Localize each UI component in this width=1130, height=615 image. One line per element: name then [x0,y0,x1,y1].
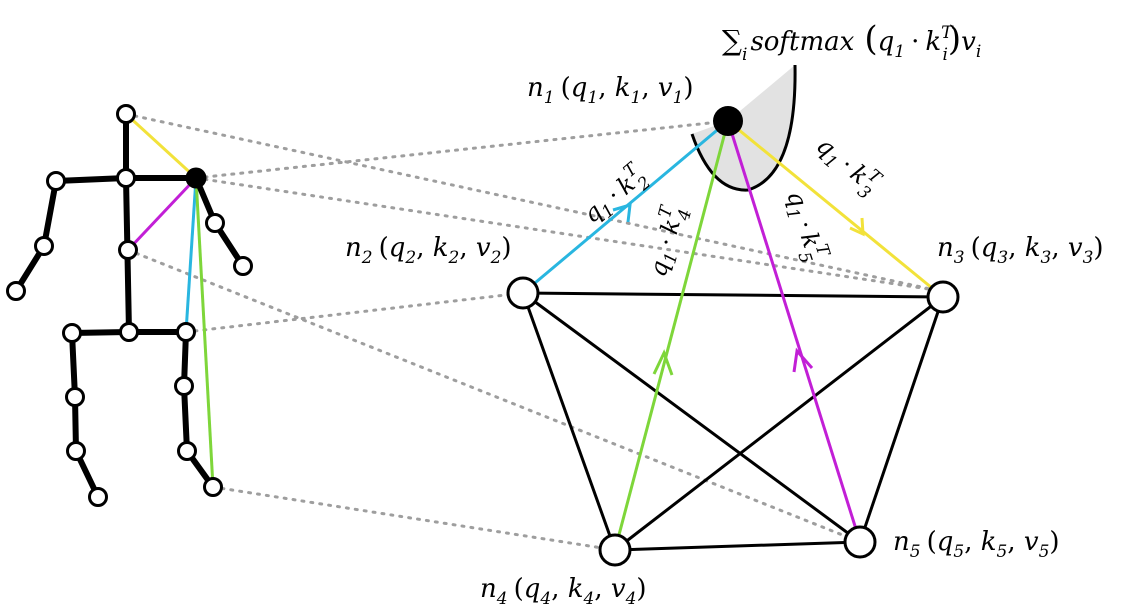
limb-purple [126,176,198,252]
attention-edges [522,119,944,551]
limb-yellow [124,112,198,180]
link-hip-n2 [184,291,525,334]
skeleton-colored-limbs [124,112,215,488]
joint-shoulder-left [46,171,66,191]
attention-edge-n3 [727,119,944,299]
graph-edges [521,291,945,552]
edge-n3-n4 [614,295,944,552]
node-n1-circle [713,106,743,136]
limb-blue [184,177,198,333]
node-n3-circle [926,280,960,314]
arrow-n4-icon [652,349,674,376]
joint-hip-right [176,322,196,342]
joint-neck [116,168,136,188]
edge-n2-n3 [522,291,944,299]
edge-label-n2: q1·kT2 [575,158,655,234]
limb-green [194,177,215,488]
node-n4-circle [598,533,632,567]
node-n5-label: n5(q5, k5, v5) [893,527,1060,562]
joint-knee-left [65,387,85,407]
arrow-n3-icon [849,217,865,237]
joint-head [116,104,136,124]
skeleton-joints [6,104,253,507]
joint-ankle-right [177,441,197,461]
joint-knee-right [174,376,194,396]
node-n2-label: n2(q2, k2, v2) [345,233,512,268]
joint-hip-left [62,323,82,343]
link-hand-n3 [194,176,937,292]
joint-elbow-right [205,213,225,233]
joint-ankle-left [66,441,86,461]
edge-label-n5: q1·kT5 [775,186,834,266]
edge-n3-n5 [858,296,945,543]
bone-shoulder-left [53,175,129,184]
joint-wrist-left [6,281,26,301]
skeleton [6,104,253,507]
joint-pelvis [119,322,139,342]
node-n2-circle [506,276,540,310]
bone-shin-right [181,383,190,454]
edge-n2-n4 [521,292,617,551]
joint-elbow-left [34,236,54,256]
arrow-n2-icon [612,202,632,223]
bone-upperarm-left [41,178,59,249]
joint-toe-left [88,487,108,507]
arrow-n5-icon [792,347,814,373]
graph-nodes [506,106,960,567]
joint-node-links [124,112,937,552]
attention-edge-n5 [726,120,862,543]
edge-label-n3: q1·kT3 [807,128,887,204]
joint-wrist-right [233,256,253,276]
softmax-arc [690,64,797,192]
edge-n2-n5 [522,291,861,544]
node-n4-label: n4(q4, k4, v4) [480,574,647,609]
joint-foot-right [203,477,223,497]
node-n5-circle [843,525,877,559]
node-n1-label: n1(q1, k1, v1) [527,73,694,108]
link-shoulder-n1 [194,119,730,180]
joint-shoulder-right-selected [185,167,207,189]
link-head-n3 [124,112,937,292]
link-elbow-n5 [126,248,862,544]
node-n3-label: n3(q3, k3, v3) [937,233,1104,268]
attention-edge-n4 [613,120,730,551]
bone-thigh-left [69,330,78,400]
link-foot-n4 [211,485,617,552]
edge-n4-n5 [614,540,861,552]
joint-spine [118,240,138,260]
